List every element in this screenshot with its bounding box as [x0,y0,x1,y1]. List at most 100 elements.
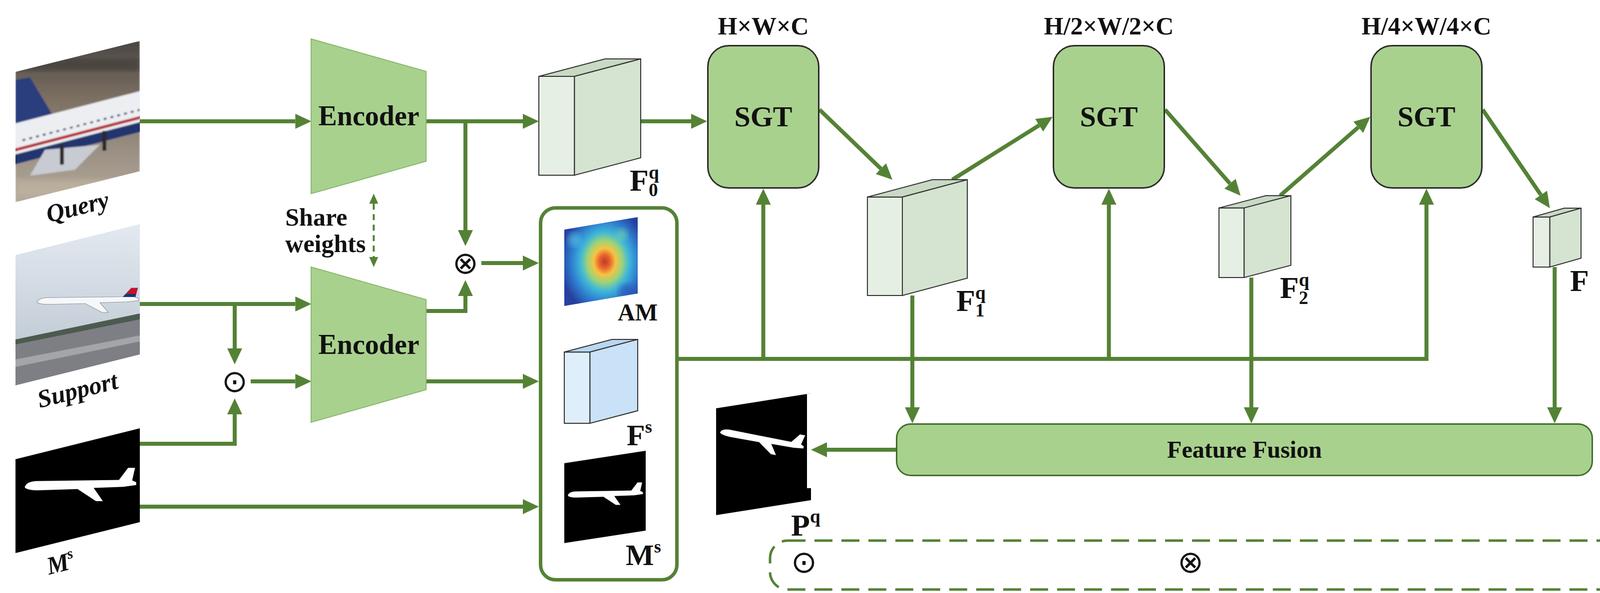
figure-label: Ms [43,546,78,581]
cube-outline [564,339,638,424]
arrow-connector [139,504,523,509]
cube-outline [867,179,968,296]
node-title: SGT [1079,100,1138,133]
cube-face [902,179,968,296]
query-photo [9,40,145,203]
attention-map [564,217,638,307]
cube-face [1533,217,1551,268]
text-anchor: SGT [1052,44,1166,189]
support-group-box: AMFsMs [538,206,679,582]
node-title: ⊙ [221,364,248,399]
image-node: Ms [564,450,646,544]
node-title: ⊙ [791,545,817,580]
arrow-connector [481,261,523,266]
arrow-connector [678,204,764,360]
heat-blob [618,284,635,301]
arrow-connector [426,296,466,312]
text-anchor: Fs [626,417,653,451]
image-node: Query [15,40,140,203]
text-anchor: F0q [629,164,661,200]
node-title: SGT [1397,100,1456,133]
arrow-connector [952,125,1040,180]
plane-wing [29,144,100,176]
text-anchor: Query [43,186,112,227]
rounded-box [1053,45,1165,189]
figure-label: AM [617,299,658,326]
feature-cube: F [1533,208,1582,268]
edge-label-anchor: Share weights [285,204,366,257]
runway [15,335,140,368]
text-anchor: H/4×W/4×C [1361,12,1492,40]
arrow-connector [640,119,692,124]
text-anchor: ⊙ [788,545,820,580]
mask-background [716,393,811,516]
sgt-block: H×W×CSGT [707,44,820,189]
cube-face [1243,195,1291,278]
plane-windows [22,109,140,141]
motion-streak [15,58,140,71]
arrow-connector [250,379,296,384]
arrow-connector [426,121,466,231]
superscript: q [975,283,986,303]
fusion-band: Feature Fusion [895,423,1594,477]
heat-blob [567,232,582,247]
image-node: Ms [15,428,140,554]
text-anchor: SGT [707,44,820,189]
superscript: q [809,506,821,527]
mask-plane [567,482,643,506]
subscript: 2 [1298,288,1309,308]
figure-label: Pq [791,508,821,543]
mask-plane [718,417,807,461]
arrow-connector [819,109,881,169]
superscript: q [1298,270,1310,290]
glyph: P [791,508,810,543]
mask-background [564,450,646,544]
text-anchor: Ms [625,537,662,571]
index-stack: 1q [975,301,987,320]
text-anchor: Support [34,368,120,412]
image-node: Support [15,224,140,386]
figure-label: Ms [625,538,662,572]
arrow-connector [1165,109,1230,184]
cube-outline [538,58,641,176]
arrow-connector [1249,277,1254,408]
tail-paint [122,288,138,298]
node-title: Encoder [318,100,419,132]
rounded-box [708,45,819,189]
arrow-connector [826,447,896,452]
figure-label: F1q [956,283,987,318]
text-anchor: Feature Fusion [895,423,1594,477]
encoder-trapezoid: Encoder [311,38,426,194]
text-anchor: F [1570,265,1590,297]
mask-edge [806,393,811,489]
arrow-connector [139,304,235,349]
feature-cube: F1q [867,179,968,296]
cube-face [574,58,641,176]
sgt-block: H/4×W/4×CSGT [1370,44,1483,189]
superscript: q [648,163,660,182]
text-anchor: ⊗ [1174,545,1207,580]
node-title: ⊗ [452,246,479,281]
text-anchor: ⊗ [449,246,482,281]
glyph: F [626,418,646,452]
index-stack: 0q [648,180,661,200]
node-title: SGT [734,100,793,133]
text-anchor: SGT [1370,44,1483,189]
glyph: M [625,538,655,572]
rounded-band [896,424,1593,476]
text-anchor: Encoder [311,267,426,423]
cube-outline [1533,208,1582,268]
figure-label: Fs [626,418,653,452]
text-anchor: Pq [791,507,821,541]
dimension-label: H/4×W/4×C [1361,11,1492,40]
prediction-mask [716,393,811,516]
subscript: 1 [975,301,985,320]
feature-cube: F0q [538,58,641,176]
text-anchor: H×W×C [718,12,809,40]
subscript: 0 [648,180,659,200]
arrow-connector [139,414,235,444]
cube-outline [1218,195,1291,278]
heat-blob [615,228,628,241]
rounded-box [1371,45,1483,189]
